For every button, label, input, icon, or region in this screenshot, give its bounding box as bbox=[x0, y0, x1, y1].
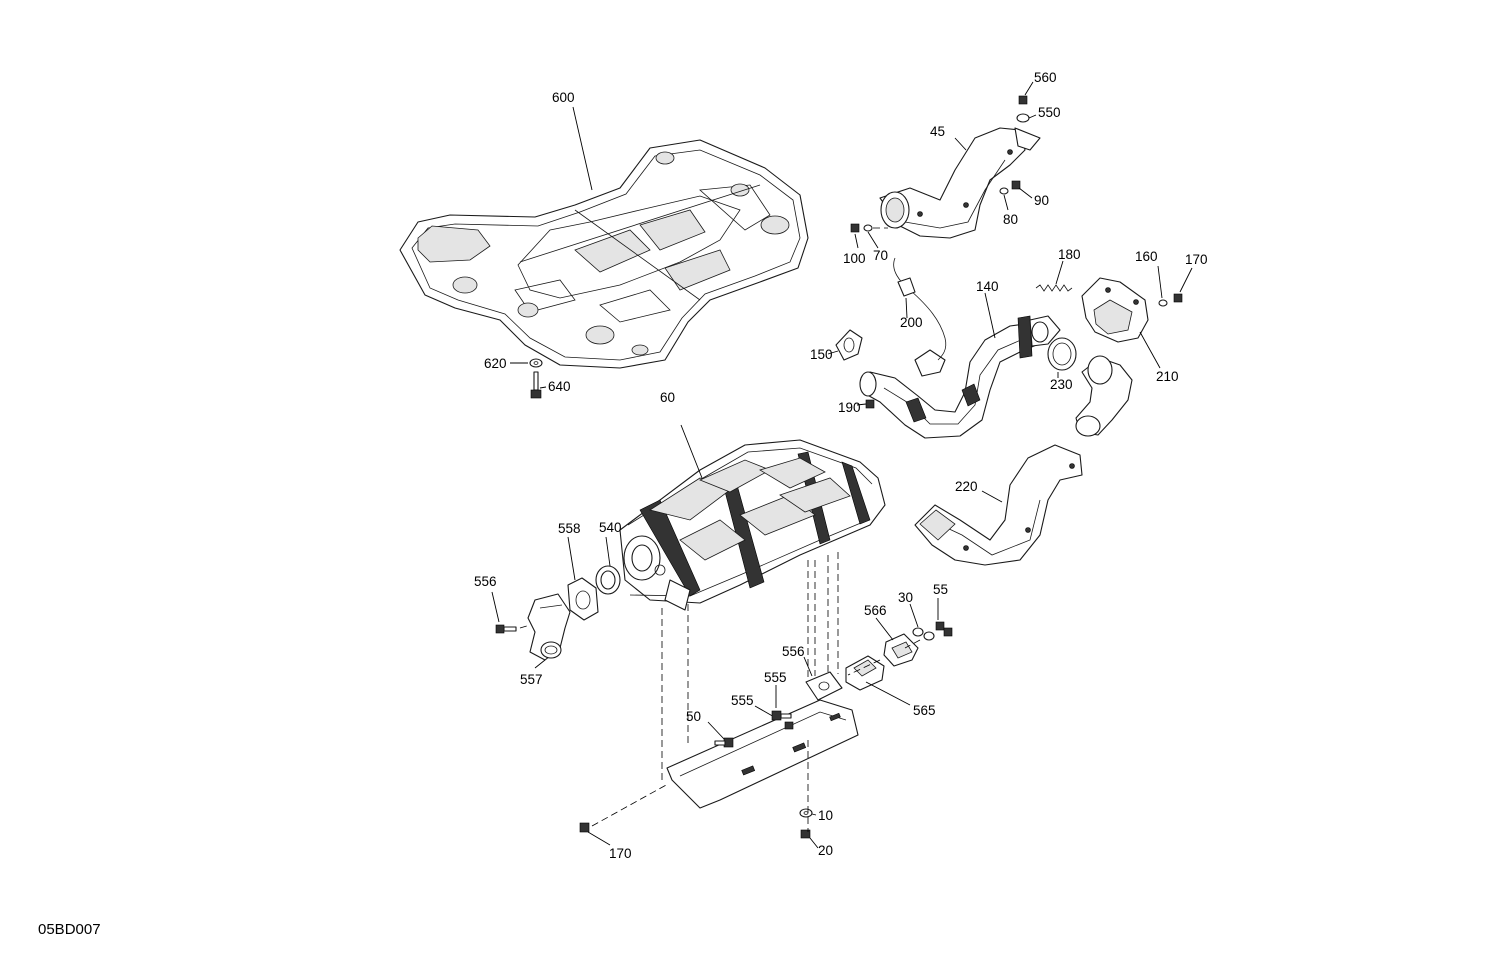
washer-557 bbox=[1016, 113, 1030, 123]
callout-150: 50 bbox=[686, 709, 701, 724]
callout-200: 555 bbox=[731, 693, 754, 708]
callout-45: 230 bbox=[1050, 377, 1073, 392]
callout-566: 170 bbox=[1185, 252, 1208, 267]
callout-600: 600 bbox=[552, 90, 575, 105]
spacer-180 bbox=[883, 633, 919, 667]
diagram-code: 05BD007 bbox=[38, 921, 101, 938]
nut-20 bbox=[865, 399, 875, 409]
isolator-190 bbox=[845, 655, 885, 691]
callout-140: 555 bbox=[764, 670, 787, 685]
callout-558: 560 bbox=[1034, 70, 1057, 85]
oxygen-sensor-55 bbox=[893, 257, 947, 377]
inlet-elbow-70 bbox=[527, 593, 571, 661]
nut-170-upper bbox=[935, 621, 953, 637]
flange-gasket-90 bbox=[567, 577, 599, 621]
washer-565 bbox=[1158, 299, 1168, 307]
callout-540: 45 bbox=[930, 124, 945, 139]
callout-560: 210 bbox=[1156, 369, 1179, 384]
bolt-140 bbox=[771, 710, 794, 730]
callout-170: 55 bbox=[933, 582, 948, 597]
heat-shield-540 bbox=[879, 127, 1041, 239]
callout-565: 160 bbox=[1135, 249, 1158, 264]
callout-20: 190 bbox=[838, 400, 861, 415]
callout-555-upper: 80 bbox=[1003, 212, 1018, 227]
heat-shield-550 bbox=[914, 444, 1083, 566]
callout-180: 566 bbox=[864, 603, 887, 618]
callout-557: 550 bbox=[1038, 105, 1061, 120]
nut-170-lower bbox=[579, 822, 590, 833]
clamp-45 bbox=[1047, 337, 1077, 371]
spring-50 bbox=[1035, 284, 1073, 292]
callout-210: 556 bbox=[782, 644, 805, 659]
washer-160 bbox=[912, 627, 935, 641]
callout-190: 565 bbox=[913, 703, 936, 718]
bracket-200 bbox=[666, 699, 859, 809]
nut-558 bbox=[1018, 95, 1028, 105]
nut-566 bbox=[1173, 293, 1183, 303]
muffler-60 bbox=[619, 439, 886, 611]
plate-210 bbox=[805, 671, 843, 701]
bolt-640 bbox=[530, 371, 542, 399]
skid-plate-600 bbox=[399, 139, 809, 369]
callout-30: 140 bbox=[976, 279, 999, 294]
washer-620 bbox=[529, 358, 543, 368]
gasket-80 bbox=[595, 565, 621, 595]
callout-160: 30 bbox=[898, 590, 913, 605]
bolt-100 bbox=[495, 624, 517, 634]
callout-620: 620 bbox=[484, 356, 507, 371]
pipe-elbow bbox=[1075, 355, 1133, 437]
callout-55: 200 bbox=[900, 315, 923, 330]
callout-550: 220 bbox=[955, 479, 978, 494]
header-pipe-30 bbox=[859, 315, 1061, 439]
callout-60: 60 bbox=[660, 390, 675, 405]
nut-220 bbox=[800, 829, 811, 839]
callout-100: 556 bbox=[474, 574, 497, 589]
callout-10: 150 bbox=[810, 347, 833, 362]
bolt-150 bbox=[714, 737, 734, 748]
callout-80: 540 bbox=[599, 520, 622, 535]
callout-50: 180 bbox=[1058, 247, 1081, 262]
callout-640: 640 bbox=[548, 379, 571, 394]
heat-shield-560 bbox=[1081, 277, 1149, 343]
callout-556-lower: 100 bbox=[843, 251, 866, 266]
callout-230: 10 bbox=[818, 808, 833, 823]
gasket-10 bbox=[835, 329, 863, 361]
assembly-lines bbox=[519, 552, 921, 832]
callout-70: 557 bbox=[520, 672, 543, 687]
callout-556-upper: 90 bbox=[1034, 193, 1049, 208]
callout-220: 20 bbox=[818, 843, 833, 858]
callout-555-lower: 70 bbox=[873, 248, 888, 263]
callout-90: 558 bbox=[558, 521, 581, 536]
washer-230 bbox=[799, 808, 813, 818]
callout-170-lower: 170 bbox=[609, 846, 632, 861]
bolt-556-upper bbox=[999, 180, 1021, 195]
bolt-556-lower bbox=[850, 223, 888, 233]
